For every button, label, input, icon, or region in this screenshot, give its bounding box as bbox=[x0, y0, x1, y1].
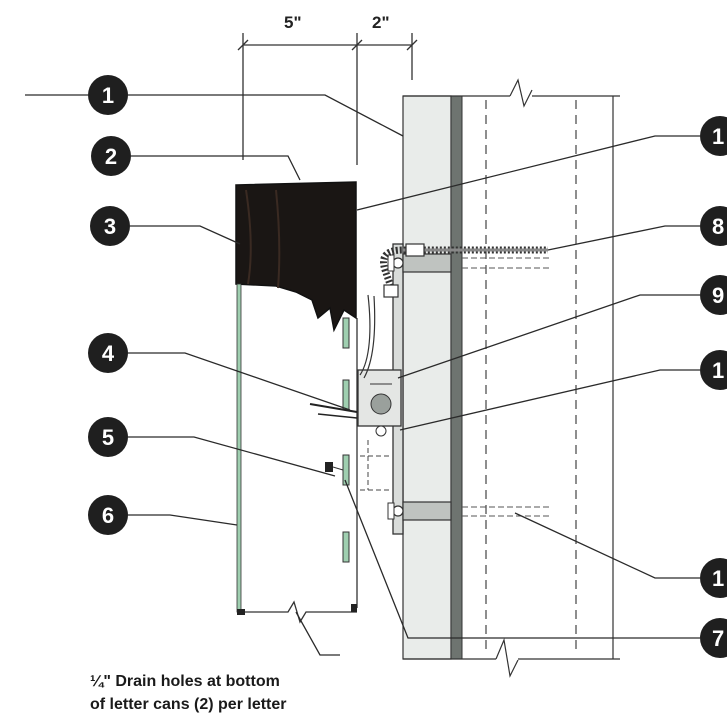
flex-conduit bbox=[380, 246, 548, 292]
callout-11: 1 bbox=[700, 350, 727, 390]
letter-face bbox=[235, 181, 357, 333]
drain-note-line1: ¼" Drain holes at bottom bbox=[90, 673, 280, 690]
wall-insulation-layer bbox=[402, 95, 452, 660]
callout-9-label: 9 bbox=[712, 283, 724, 308]
leader-10 bbox=[356, 135, 700, 211]
anchor-plate-top bbox=[402, 253, 452, 273]
callout-12: 1 bbox=[700, 558, 727, 598]
callout-4: 4 bbox=[88, 333, 128, 373]
led-clip bbox=[342, 379, 350, 411]
wall-break-top bbox=[509, 78, 533, 108]
callout-1-label: 1 bbox=[102, 83, 114, 108]
led-clip bbox=[342, 317, 350, 349]
leader-9 bbox=[397, 294, 700, 379]
wall-break-bottom bbox=[495, 637, 519, 678]
leader-12 bbox=[514, 512, 700, 579]
leader-lines bbox=[25, 94, 700, 656]
callout-8: 8 bbox=[700, 206, 727, 246]
leader-4 bbox=[128, 352, 351, 411]
callout-5-label: 5 bbox=[102, 425, 114, 450]
callout-7: 7 bbox=[700, 618, 727, 658]
wall-assembly bbox=[402, 78, 620, 678]
leader-3 bbox=[130, 225, 241, 245]
drain-note-line2: of letter cans (2) per letter bbox=[90, 696, 287, 713]
callout-10: 1 bbox=[700, 116, 727, 156]
dimension-label-5in: 5" bbox=[284, 13, 302, 32]
callout-6: 6 bbox=[88, 495, 128, 535]
callout-7-label: 7 bbox=[712, 626, 724, 651]
dimension-label-2in: 2" bbox=[372, 13, 390, 32]
callout-1: 1 bbox=[88, 75, 128, 115]
callout-3-label: 3 bbox=[104, 214, 116, 239]
letter-return-left bbox=[236, 283, 242, 613]
leader-2 bbox=[131, 155, 301, 181]
callout-2: 2 bbox=[91, 136, 131, 176]
led-clip bbox=[342, 531, 350, 563]
callout-2-label: 2 bbox=[105, 144, 117, 169]
anchor-plate-bottom bbox=[402, 501, 452, 521]
callout-11-label: 1 bbox=[712, 358, 724, 383]
channel-letter bbox=[235, 181, 358, 624]
letter-bottom bbox=[239, 600, 357, 624]
callout-3: 3 bbox=[90, 206, 130, 246]
leader-6 bbox=[128, 514, 238, 526]
leader-8 bbox=[547, 225, 700, 251]
led-clip bbox=[342, 454, 350, 486]
callout-10-label: 1 bbox=[712, 124, 724, 149]
mounting-hardware bbox=[309, 243, 548, 535]
callout-5: 5 bbox=[88, 417, 128, 457]
leader-7 bbox=[344, 479, 700, 639]
callout-9: 9 bbox=[700, 275, 727, 315]
leader-1 bbox=[128, 94, 404, 137]
dimension-group bbox=[237, 33, 418, 165]
callout-6-label: 6 bbox=[102, 503, 114, 528]
callout-4-label: 4 bbox=[102, 341, 115, 366]
leader-5 bbox=[128, 436, 336, 477]
callout-12-label: 1 bbox=[712, 566, 724, 591]
leader-11 bbox=[399, 369, 700, 431]
transformer-knockout bbox=[370, 393, 392, 415]
leader-drain bbox=[295, 611, 340, 656]
wall-stud-layer bbox=[450, 95, 463, 660]
callout-8-label: 8 bbox=[712, 214, 724, 239]
